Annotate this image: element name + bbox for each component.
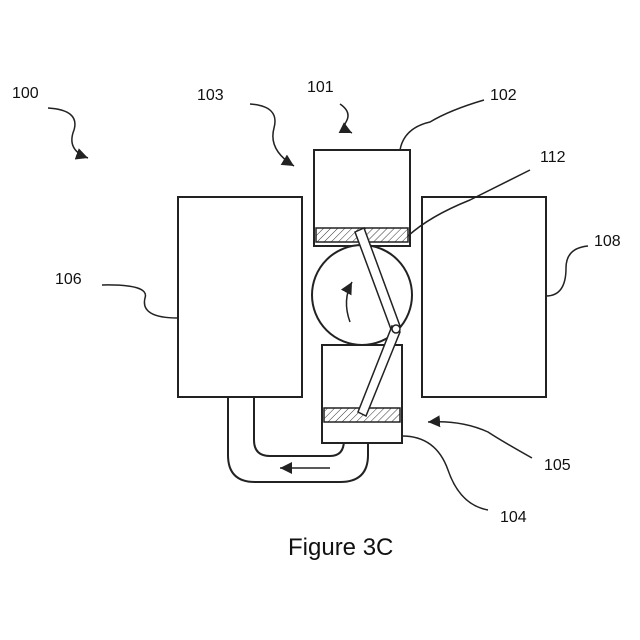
label-103: 103 — [197, 88, 224, 104]
right-block-108 — [422, 197, 546, 397]
leader-103 — [250, 104, 294, 166]
leader-100 — [48, 108, 88, 158]
label-112: 112 — [540, 150, 566, 166]
label-101: 101 — [307, 80, 334, 96]
crank-pin — [392, 325, 400, 333]
label-100: 100 — [12, 86, 39, 102]
figure-caption: Figure 3C — [288, 536, 393, 560]
leader-105 — [428, 422, 532, 458]
left-block-106 — [178, 197, 302, 397]
label-106: 106 — [55, 272, 82, 288]
label-108: 108 — [594, 234, 621, 250]
leader-106 — [102, 285, 178, 318]
leader-108 — [546, 246, 588, 296]
lower-cylinder — [322, 345, 402, 443]
leader-102 — [400, 100, 484, 150]
label-104: 104 — [500, 510, 527, 526]
label-105: 105 — [544, 458, 571, 474]
leader-101 — [340, 104, 352, 133]
label-102: 102 — [490, 88, 517, 104]
leader-104 — [402, 436, 488, 510]
